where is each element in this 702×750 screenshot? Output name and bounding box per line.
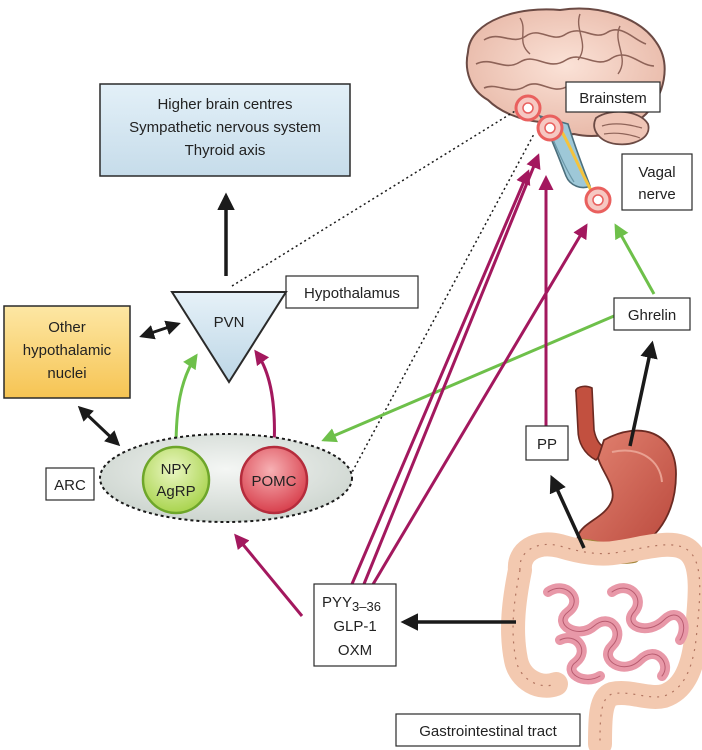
pyy-to-arc-arrow <box>234 533 304 617</box>
higher-brain-line-3: Thyroid axis <box>185 142 266 159</box>
hypothalamus-box: Hypothalamus <box>285 275 419 309</box>
pvn-other-nuclei-arrow <box>139 320 181 340</box>
vagal-nerve-box: Vagal nerve <box>621 153 693 211</box>
other-nuclei-line-2: hypothalamic <box>23 342 112 359</box>
pyy-to-brainstem-arrow-2 <box>362 153 541 585</box>
vagal-nerve-ring <box>584 186 612 214</box>
pyy-glp1-oxm-box: PYY3–36 GLP-1 OXM <box>313 583 397 667</box>
ghrelin-label: Ghrelin <box>628 307 676 324</box>
pvn-label: PVN <box>214 314 245 331</box>
vagal-line-2: nerve <box>638 186 676 203</box>
ghrelin-to-arc-arrow <box>321 314 615 443</box>
pomc-label: POMC <box>252 473 297 490</box>
vagal-line-1: Vagal <box>638 164 675 181</box>
npy-agrp-neuron: NPY AgRP <box>141 445 211 515</box>
other-nuclei-arc-arrow <box>77 405 121 447</box>
pomc-to-pvn-arrow <box>254 349 276 449</box>
brainstem-box: Brainstem <box>565 81 661 113</box>
oxm-label: OXM <box>338 642 372 659</box>
gastrointestinal-icon <box>501 385 702 750</box>
brainstem-label: Brainstem <box>579 90 647 107</box>
ghrelin-to-vagal-arrow <box>614 223 656 295</box>
pancreas-to-pp-arrow <box>549 474 586 549</box>
other-nuclei-line-3: nuclei <box>47 365 86 382</box>
pvn-brainstem-projection <box>231 107 521 287</box>
pp-box: PP <box>525 425 569 461</box>
pyy-to-vagal-arrow <box>370 223 588 587</box>
pp-label: PP <box>537 436 557 453</box>
other-nuclei-line-1: Other <box>48 319 86 336</box>
gastrointestinal-tract-label: Gastrointestinal tract <box>419 723 557 740</box>
arc-label: ARC <box>54 477 86 494</box>
pomc-neuron: POMC <box>239 445 309 515</box>
pyy-label: PYY3–36 <box>322 594 381 614</box>
hypothalamus-label: Hypothalamus <box>304 285 400 302</box>
higher-brain-centres-box: Higher brain centres Sympathetic nervous… <box>99 83 351 177</box>
gastrointestinal-tract-box: Gastrointestinal tract <box>395 713 581 747</box>
pyy-base: PYY <box>322 594 352 611</box>
pyy-to-brainstem-arrow-1 <box>350 169 531 585</box>
higher-brain-line-2: Sympathetic nervous system <box>129 119 321 136</box>
glp1-label: GLP-1 <box>333 618 376 635</box>
brainstem-ring-lower <box>536 114 564 142</box>
pvn-node: PVN <box>170 291 288 384</box>
other-hypothalamic-nuclei-box: Other hypothalamic nuclei <box>3 305 131 399</box>
npy-to-pvn-arrow <box>174 353 198 449</box>
arc-label-box: ARC <box>45 467 95 501</box>
agrp-label: AgRP <box>156 483 195 500</box>
arc-nucleus <box>99 433 353 523</box>
brainstem-ring-upper <box>514 94 542 122</box>
stomach-to-ghrelin-arrow <box>628 340 658 447</box>
npy-label: NPY <box>161 461 192 478</box>
higher-brain-line-1: Higher brain centres <box>157 96 292 113</box>
ghrelin-box: Ghrelin <box>613 297 691 331</box>
pyy-subscript: 3–36 <box>352 599 381 614</box>
